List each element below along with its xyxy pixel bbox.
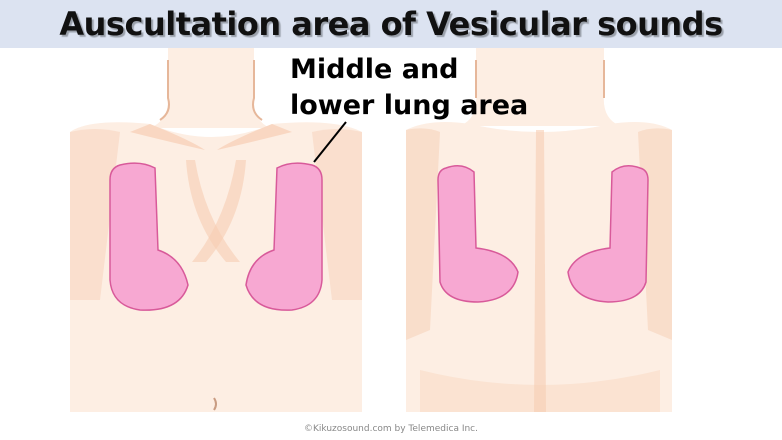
back-view-figure [406,48,672,412]
back-right-lung-area [567,165,649,303]
front-left-lung-area [109,162,189,311]
back-left-lung-area [437,165,519,303]
front-view-figure [70,48,362,412]
callout-pointer [313,121,347,163]
callout-line-1: Middle and [290,54,459,85]
page-title: Auscultation area of Vesicular sounds [59,5,723,43]
callout-line-2: lower lung area [290,90,529,121]
callout-label: Middle and lower lung area [290,52,528,124]
front-right-lung-area [245,162,323,311]
copyright-notice: ©Kikuzosound.com by Telemedica Inc. [304,424,478,434]
title-bar [0,0,782,48]
